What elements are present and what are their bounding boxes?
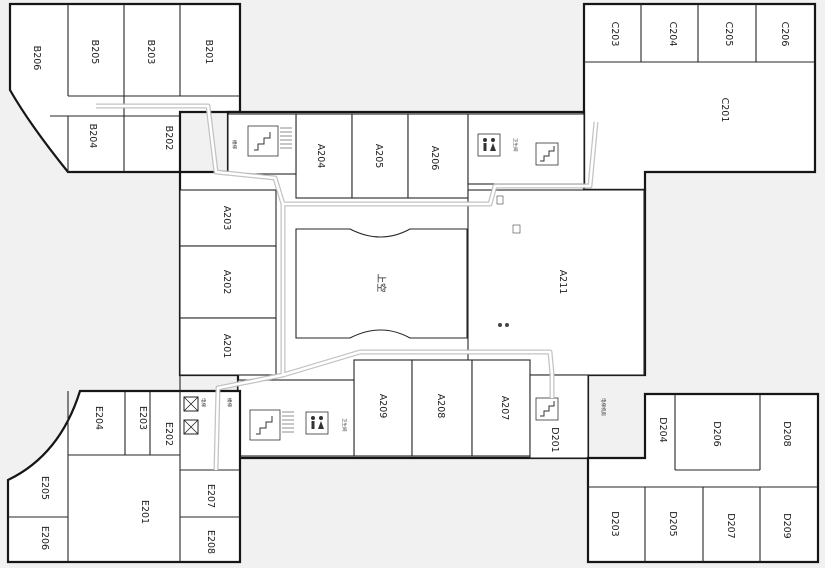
- restroom-icon: [477, 133, 501, 157]
- wing-b: [8, 2, 242, 174]
- room-a206[interactable]: A206: [429, 146, 440, 171]
- room-d201[interactable]: D201: [549, 427, 560, 452]
- fire-extinguisher-icon: [496, 195, 521, 327]
- room-c206[interactable]: C206: [779, 22, 790, 47]
- room-e204[interactable]: E204: [93, 406, 104, 430]
- room-labels: B206 B205 B203 B201 B204 B202 C203 C204 …: [31, 22, 792, 554]
- stairs-icon: [247, 125, 292, 157]
- room-d205[interactable]: D205: [667, 511, 678, 536]
- restroom-label: 卫生间: [341, 418, 348, 432]
- stairs-icon: [249, 409, 294, 441]
- room-b201[interactable]: B201: [203, 40, 214, 65]
- room-c201[interactable]: C201: [719, 98, 730, 123]
- room-a204[interactable]: A204: [315, 144, 326, 169]
- restroom-label: 卫生间: [512, 138, 519, 152]
- elevator-icon: [183, 396, 199, 435]
- mech-room-mark: 电梯机房: [600, 398, 607, 416]
- room-d203[interactable]: D203: [609, 511, 620, 536]
- room-d206[interactable]: D206: [711, 421, 722, 446]
- room-d207[interactable]: D207: [725, 513, 736, 538]
- room-b205[interactable]: B205: [89, 40, 100, 65]
- room-b203[interactable]: B203: [145, 40, 156, 65]
- room-e201[interactable]: E201: [139, 500, 150, 524]
- room-d209[interactable]: D209: [781, 513, 792, 538]
- room-a207[interactable]: A207: [499, 396, 510, 421]
- elevator-mark: 电梯: [200, 398, 207, 407]
- wing-d: [586, 392, 820, 564]
- room-a202[interactable]: A202: [221, 270, 232, 295]
- room-b204[interactable]: B204: [87, 124, 98, 149]
- room-e206[interactable]: E206: [39, 526, 50, 550]
- stairs-icon: [535, 397, 559, 421]
- stair-mark: 楼梯: [231, 140, 238, 149]
- room-e207[interactable]: E207: [205, 484, 216, 508]
- room-a205[interactable]: A205: [373, 144, 384, 169]
- room-a209[interactable]: A209: [377, 394, 388, 419]
- room-c203[interactable]: C203: [609, 22, 620, 47]
- room-e208[interactable]: E208: [205, 530, 216, 554]
- room-c205[interactable]: C205: [723, 22, 734, 47]
- room-b202[interactable]: B202: [163, 126, 174, 151]
- room-a211[interactable]: A211: [557, 270, 568, 295]
- stair-mark: 楼梯: [226, 398, 233, 407]
- room-c204[interactable]: C204: [667, 22, 678, 47]
- room-b206[interactable]: B206: [31, 46, 42, 71]
- wing-e: [6, 375, 242, 564]
- room-d208[interactable]: D208: [781, 421, 792, 446]
- room-d204[interactable]: D204: [657, 417, 668, 442]
- room-a208[interactable]: A208: [435, 394, 446, 419]
- room-e203[interactable]: E203: [137, 406, 148, 430]
- room-e205[interactable]: E205: [39, 476, 50, 500]
- atrium: [295, 228, 468, 339]
- room-a203[interactable]: A203: [221, 206, 232, 231]
- atrium-label: 上空: [375, 273, 387, 292]
- room-e202[interactable]: E202: [163, 422, 174, 446]
- stairs-icon: [535, 142, 559, 166]
- restroom-icon: [305, 411, 329, 435]
- room-a201[interactable]: A201: [221, 334, 232, 359]
